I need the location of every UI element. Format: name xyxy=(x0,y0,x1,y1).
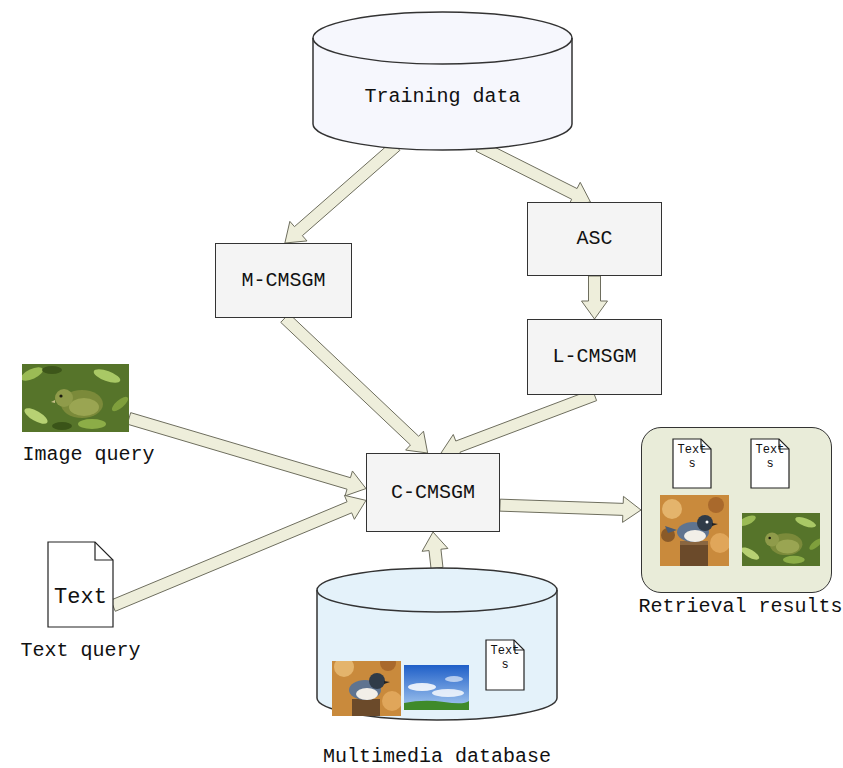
block-arrow xyxy=(281,314,428,453)
document-label: Text s xyxy=(488,644,522,672)
document-label: Text s xyxy=(753,443,787,471)
text-query: TextText query xyxy=(48,542,113,627)
process-box: L-CMSGM xyxy=(527,319,662,395)
block-arrow xyxy=(500,496,641,522)
block-arrow xyxy=(422,532,448,569)
box-label: L-CMSGM xyxy=(552,345,636,369)
node-label: Multimedia database xyxy=(323,745,551,768)
document-outline xyxy=(48,542,113,627)
node-label: Text xyxy=(54,586,107,610)
block-arrow xyxy=(476,140,590,205)
bird-photo xyxy=(660,495,729,566)
block-arrow xyxy=(441,389,597,458)
process-box: M-CMSGM xyxy=(215,243,352,318)
results-panel: Retrieval resultsText sText s xyxy=(641,427,832,593)
document-icon: Text s xyxy=(673,439,711,488)
node-label: Image query xyxy=(22,443,154,467)
process-box: C-CMSGM xyxy=(366,453,500,532)
database-cylinder: Training data xyxy=(313,12,572,150)
node-label: Text query xyxy=(20,639,140,663)
process-box: ASC xyxy=(527,202,662,276)
box-label: C-CMSGM xyxy=(391,481,475,505)
block-arrow xyxy=(582,276,608,319)
box-label: ASC xyxy=(576,227,612,251)
document-label: Text s xyxy=(675,443,709,471)
node-label: Training data xyxy=(364,85,520,109)
document-icon: Text s xyxy=(486,640,524,690)
query-photo xyxy=(22,364,129,432)
block-arrow xyxy=(285,141,400,243)
database-cylinder: Multimedia databaseText s xyxy=(317,568,557,720)
box-label: M-CMSGM xyxy=(241,269,325,293)
sky-photo xyxy=(404,665,469,710)
result-photo xyxy=(742,513,820,566)
cylinder-outline xyxy=(313,12,572,150)
block-arrow xyxy=(127,413,366,496)
document-icon: Text s xyxy=(751,439,789,488)
image-query: Image query xyxy=(22,364,129,432)
node-label: Retrieval results xyxy=(638,595,842,619)
bird-photo xyxy=(332,661,401,716)
